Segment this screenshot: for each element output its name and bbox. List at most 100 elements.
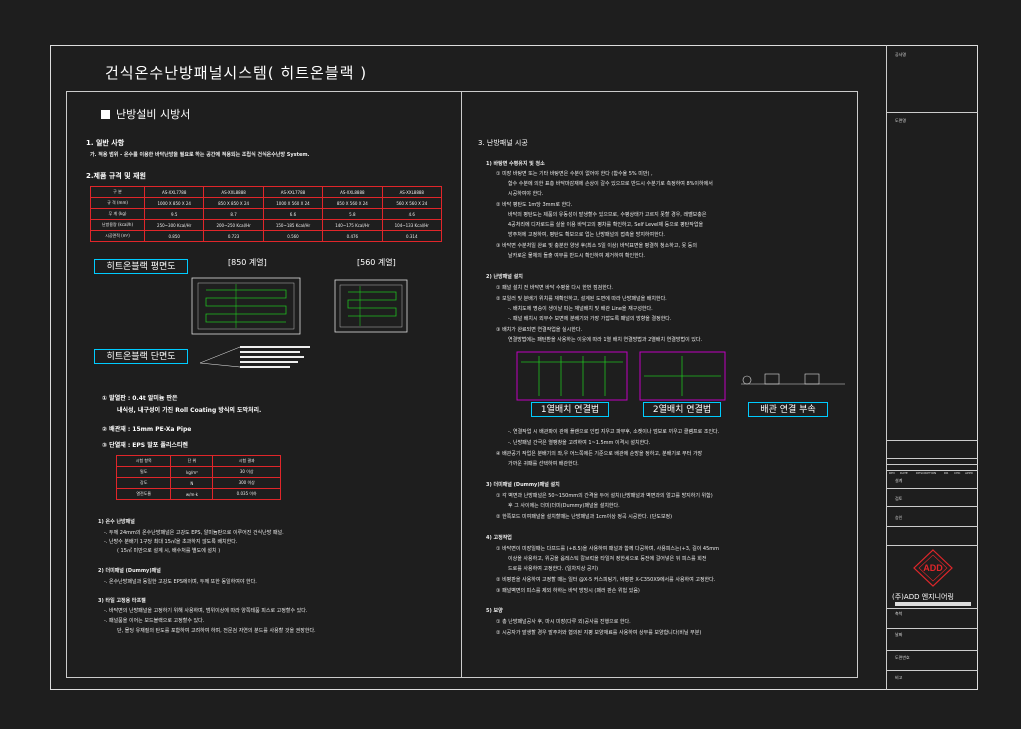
p1-title: 1) 바탕면 수평유지 및 청소 <box>486 161 545 167</box>
p1-line: 함수 수분에 의한 표층 바닥마감재에 손상이 갈수 있으므로 반드시 수분기로… <box>508 181 713 187</box>
plan-560-label: [560 계열] <box>357 258 396 267</box>
connection-diagrams <box>516 351 845 401</box>
rev-header: REV <box>889 471 896 475</box>
table-cell: 104~133 Kcal/Hr <box>381 219 443 231</box>
square-bullet-icon <box>101 110 110 119</box>
table-cell: 열전도율 <box>115 488 172 500</box>
p4-line: 이상을 사용하고, 위공을 옵레스틱 칼브럭을 타일져 정한세으로 등전에 걸어… <box>508 556 707 562</box>
table-cell: 0.314 <box>381 230 443 242</box>
s1-body: 가. 적용 범위 - 온수를 이용한 바닥난방을 필요로 하는 공간에 적용되는… <box>90 152 310 158</box>
revision-table: REV DATE DESCRIPTION DR CHK APPD <box>886 458 978 478</box>
spec-sheet <box>66 91 858 678</box>
p2-line: 연결방법에는 패턴환을 사용하는 이웃에 따라 1열 배치 연결방법과 2열배치… <box>508 337 703 343</box>
table-cell: 무 게 (kg) <box>90 208 145 220</box>
p2-line: -. 배치도에 명승이 생이날 따는 재널배치 및 배관 Line을 재구성한다… <box>508 306 653 312</box>
table-cell: N <box>170 477 214 489</box>
spec-table: 구 분 AS-XXL7788 AS-XXL8888 AS-XXL7788 AS-… <box>90 186 443 242</box>
table-cell: 8.7 <box>203 208 264 220</box>
table-cell: 구 분 <box>90 186 145 198</box>
section-view-label: 히트온블랙 단면도 <box>94 349 188 364</box>
rev-header: DATE <box>900 471 908 475</box>
table-cell: 6.6 <box>262 208 324 220</box>
item-1: ① 발열판 : 0.4t 알미늄 판은 <box>102 395 178 402</box>
item-3: ③ 단열재 : EPS 발포 폴리스티렌 <box>102 442 188 449</box>
p4-line: ② 비평판을 사용하여 고정할 때는 일터 @X-5 커스피팅기, 바평판 X-… <box>496 577 716 583</box>
table-cell: 난방용량 (kcal/h) <box>90 219 145 231</box>
install-title: 1) 온수 난방패널 <box>98 519 135 525</box>
table-cell: 4.6 <box>381 208 443 220</box>
s2-title: 2.제품 규격 및 재원 <box>86 172 146 180</box>
drawing-title: 건식온수난방패널시스템( 히트온블랙 ) <box>105 64 368 82</box>
p4-title: 4) 고정작업 <box>486 535 512 541</box>
tb-divider <box>886 526 978 527</box>
table-cell: 시험 항목 <box>115 455 172 467</box>
table-cell: 250~300 Kcal/Hr <box>143 219 205 231</box>
tb-field: 도면번호 <box>895 655 910 660</box>
section-header: 난방설비 시방서 <box>101 106 190 122</box>
tb-divider <box>886 112 978 113</box>
rev-header: APPD <box>965 471 973 475</box>
table-cell: w/m·k <box>170 488 214 500</box>
plan-drawing <box>191 277 408 335</box>
tb-divider <box>886 628 978 629</box>
tb-divider <box>886 545 978 546</box>
table-cell: 0.476 <box>322 230 383 242</box>
plan-view-label: 히트온블랙 평면도 <box>94 259 188 274</box>
table-cell: 시험 결과 <box>212 455 281 467</box>
p1-line: ③ 바닥면 수분처일 완료 및 충분한 양생 후(최소 5일 이상) 바닥표면을… <box>496 243 698 249</box>
p2-note: 가까운 귀패를 선택하여 배관한다. <box>508 461 579 467</box>
p1-line: 4공처리에 디자로드를 실을 이용 바닥고의 평차를 확인하고, Self Le… <box>508 222 704 228</box>
table-cell: 5.8 <box>322 208 383 220</box>
p4-line: ① 바닥면이 미장일때는 다프드를 (+8.5)을 사용하여 패널과 함께 다공… <box>496 546 720 552</box>
table-cell: AS-XXL8888 <box>203 186 264 198</box>
tb-field: 날짜 <box>895 632 903 637</box>
tb-drawing-label: 도면명 <box>895 118 907 123</box>
fix-line-1: -. 바닥면의 난방패널을 고정하기 위해 사용하며, 범위이상에 따라 양쪽테… <box>104 608 308 614</box>
table-cell: 1000 X 850 X 24 <box>143 197 205 209</box>
fix-title: 3) 타일 고정용 타프젤 <box>98 598 146 604</box>
table-cell: AS-XXL8888 <box>322 186 383 198</box>
p2-line: -. 패널 배치시 외부수 보면에 분배기와 가장 가깝도록 패널의 방향을 결… <box>508 316 672 322</box>
p5-line: ② 시공자가 발생할 경우 발주처와 협의된 지평 보양재료를 사용하여 상부를… <box>496 630 702 636</box>
item-2: ② 배관재 : 15mm PE-Xa Pipe <box>102 426 192 433</box>
table-cell: 강도 <box>115 477 172 489</box>
section-drawing <box>200 346 310 368</box>
table-cell: 300 이상 <box>212 477 281 489</box>
p2-note: ④ 배관공기 작업은 분배기의 좌,우 어느쪽에든 기준으로 배관에 순방을 정… <box>496 451 703 457</box>
table-cell: 200~250 Kcal/Hr <box>203 219 264 231</box>
title-block <box>886 45 978 690</box>
install-line-1: -. 두께 24mm의 온수난방패널은 고강도 EPS, 알미늄판으로 이루어진… <box>104 530 284 536</box>
drawing-frame <box>50 45 978 690</box>
s1-title: 1. 일반 사항 <box>86 139 125 147</box>
p4-line: 드로를 사용하여 고정한다. (일차지상 공지) <box>508 566 599 572</box>
table-cell: 0.723 <box>203 230 264 242</box>
p2-title: 2) 난방패널 설치 <box>486 274 523 280</box>
p2-line: ② 보일러 및 분배기 위치를 재확인하고, 설계된 도면에 따라 난방패널을 … <box>496 296 667 302</box>
table-cell: 1000 X 560 X 24 <box>262 197 324 209</box>
tb-field: 축척 <box>895 611 903 616</box>
p3-line: ② 한쪽보드 미여패널을 설치할때는 난방패널과 1cm이상 정곡 시공한다. … <box>496 514 673 520</box>
table-cell: kg/m³ <box>170 466 214 478</box>
table-cell: AS-XXL7788 <box>143 186 205 198</box>
tb-divider <box>886 650 978 651</box>
btn-one-row: 1열배치 연결법 <box>531 402 609 417</box>
company-name: (주)ADD 엔지니어링 <box>892 593 954 601</box>
btn-pipe-fittings: 배관 연결 부속 <box>748 402 828 417</box>
tb-divider <box>886 440 978 441</box>
p2-line: ③ 배치가 완료되면 연결작업을 실시한다. <box>496 327 583 333</box>
table-cell: 140~175 Kcal/Hr <box>322 219 383 231</box>
table-cell: 0.850 <box>143 230 205 242</box>
table-cell: 560 X 560 X 24 <box>381 197 443 209</box>
table-cell: 단 위 <box>170 455 214 467</box>
table-cell: 850 X 560 X 24 <box>322 197 383 209</box>
table-cell: 150~185 Kcal/Hr <box>262 219 324 231</box>
plan-850-label: [850 계열] <box>228 258 267 267</box>
tb-divider <box>886 608 978 609</box>
p4-line: ③ 패널벽면의 피스를 제외 하하는 바닥 방빙시 (패러 판손 위험 있음) <box>496 588 640 594</box>
